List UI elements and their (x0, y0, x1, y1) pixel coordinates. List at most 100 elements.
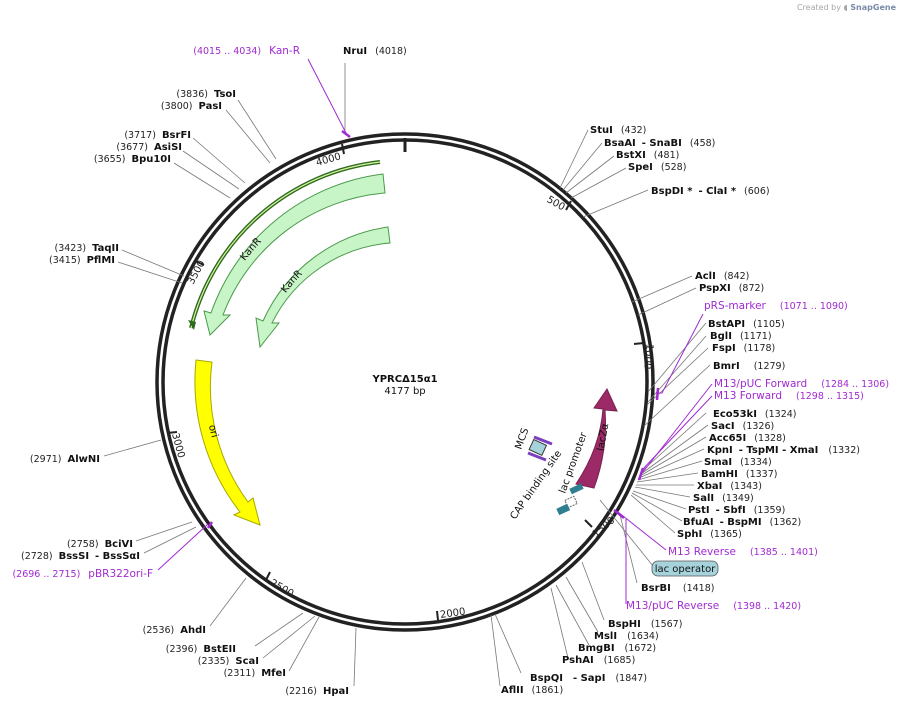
feature-leader (307, 58, 347, 134)
feature-label: M13 Reverse(1385 .. 1401) (668, 546, 818, 558)
plasmid-name: YPRCΔ15α1 (371, 374, 437, 385)
enzyme-label: BglI(1171) (710, 331, 772, 342)
kanr-primer-bar-highlight (190, 161, 381, 329)
tick-label: 1000 (641, 343, 654, 369)
lac-region: MCS lac promoter CAP binding site (508, 427, 590, 522)
feature-label: M13 Forward(1298 .. 1315) (714, 390, 864, 402)
feature-labels: (4015 .. 4034)Kan-R (2696 .. 2715)pBR322… (12, 45, 889, 612)
enzyme-leader (634, 486, 691, 498)
enzyme-label: (3836)TsoI (176, 89, 236, 100)
enzyme-leader (562, 142, 603, 191)
enzyme-leader (638, 448, 705, 479)
feature-label: M13/pUC Reverse(1398 .. 1420) (626, 600, 801, 612)
feature-label: pRS-marker(1071 .. 1090) (704, 300, 848, 312)
enzyme-label: XbaI(1343) (697, 481, 762, 492)
lac-operator-leader (599, 499, 654, 567)
feature-leader (656, 313, 704, 394)
enzyme-label: PspXI(872) (699, 283, 764, 294)
backbone-outer-ring (155, 132, 655, 632)
enzyme-leader (173, 162, 231, 199)
enzyme-label: PstI- SbfI(1359) (688, 505, 785, 516)
enzyme-leader (640, 412, 707, 473)
enzyme-leader (640, 424, 709, 475)
enzyme-label: AflII(1861) (501, 685, 563, 696)
enzyme-label: BsrBI(1418) (641, 583, 714, 594)
lac-operator-label: lac operator (655, 564, 716, 575)
enzyme-leader (631, 492, 683, 522)
enzyme-label: BspQI- SapI(1847) (530, 673, 647, 684)
enzyme-leader (225, 109, 271, 164)
enzyme-label: Acc65I(1328) (709, 433, 786, 444)
enzyme-label: SphI(1365) (677, 529, 742, 540)
enzyme-label: (2971)AlwNI (30, 454, 100, 465)
feature-arrows: KanR KanR ori lacZα (188, 160, 618, 526)
enzyme-leaders (103, 63, 711, 687)
feature-marker (613, 509, 625, 519)
enzyme-leader (237, 99, 277, 160)
enzyme-label: Eco53kI(1324) (713, 409, 797, 420)
feature-marker (206, 521, 214, 529)
credit-brand: SnapGene (850, 3, 896, 12)
enzyme-label: (3415)PflMI (49, 255, 115, 266)
enzyme-leader (135, 521, 193, 542)
enzyme-leader (254, 612, 304, 647)
enzyme-leader (619, 514, 638, 584)
tick-mark (341, 143, 345, 155)
enzyme-leader (581, 561, 605, 621)
enzyme-label: SmaI(1334) (704, 457, 772, 468)
enzyme-label: BmgBI(1672) (578, 643, 656, 654)
enzyme-label: PshAI(1685) (562, 655, 635, 666)
enzyme-label: (3655)Bpu10I (94, 154, 171, 165)
enzyme-label: BsaAI- SnaBI(458) (604, 138, 715, 149)
enzyme-label: (2311)MfeI (224, 668, 286, 679)
enzyme-leader (639, 436, 707, 477)
enzyme-leader (570, 167, 627, 199)
enzyme-label: (2396)BstEII (166, 644, 236, 655)
lacz-label: lacZα (596, 422, 612, 452)
plasmid-size: 4177 bp (384, 386, 425, 397)
enzyme-leader (636, 472, 699, 483)
enzyme-leader (121, 249, 185, 277)
enzyme-label: NruI(4018) (343, 46, 407, 57)
enzyme-label: FspI(1178) (712, 343, 775, 354)
feature-label: M13/pUC Forward(1284 .. 1306) (714, 378, 889, 390)
enzyme-leader (630, 494, 676, 534)
enzyme-leader (637, 460, 703, 481)
credit: Created by ◖ SnapGene (797, 3, 896, 12)
enzyme-label: (3800)PasI (161, 101, 222, 112)
enzyme-leader (490, 614, 501, 687)
enzyme-label: (2728)BssSI- BssSαI (21, 551, 140, 562)
enzyme-label: (2216)HpaI (285, 686, 349, 697)
enzyme-leader (494, 613, 522, 674)
feature-leader (157, 523, 209, 571)
tick-mark (194, 260, 205, 266)
enzyme-label: BfuAI- BspMI(1362) (683, 517, 801, 528)
feature-leader (617, 511, 667, 551)
cap-site-label: CAP binding site (508, 449, 564, 522)
kanr-primer-arrowhead (188, 320, 196, 330)
kanr-inner-arrow (255, 226, 391, 349)
enzyme-label: MslI(1634) (594, 631, 659, 642)
lacz-arrow (575, 387, 618, 489)
feature-marker (655, 387, 660, 401)
tick-label: 2000 (439, 606, 466, 620)
mcs-band-top (533, 435, 553, 446)
feature-leader (641, 395, 713, 471)
enzyme-leader (647, 322, 707, 393)
enzyme-label: SpeI(528) (628, 162, 686, 173)
tick-label: 4000 (315, 151, 342, 169)
ori-arrow (194, 359, 261, 526)
enzyme-leader (117, 261, 183, 284)
enzyme-leader (643, 364, 711, 427)
feature-marker (341, 130, 351, 138)
enzyme-leader (182, 150, 240, 190)
feature-label: (4015 .. 4034)Kan-R (193, 45, 300, 57)
enzyme-leader (192, 137, 246, 184)
enzyme-leader (550, 587, 569, 659)
enzyme-leader (262, 615, 316, 659)
enzyme-leader (637, 287, 697, 316)
enzyme-label: KpnI- TspMI - XmaI(1332) (707, 445, 860, 456)
enzyme-leader (565, 155, 615, 194)
tick-mark (584, 519, 593, 528)
